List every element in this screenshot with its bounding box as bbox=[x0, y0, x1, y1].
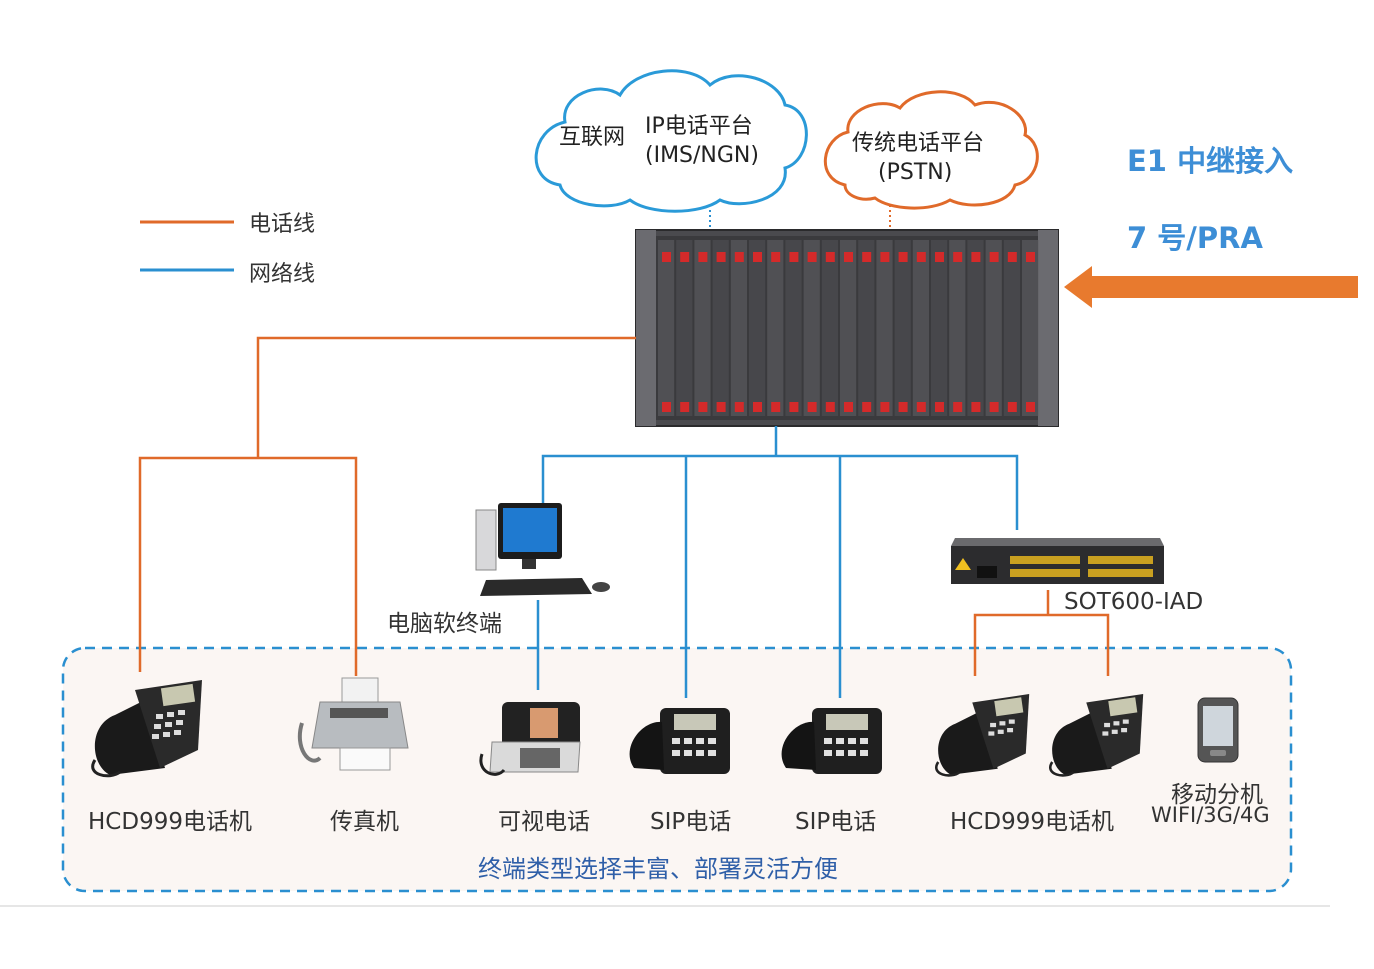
ip-platform-label: IP电话平台 bbox=[645, 114, 753, 139]
chassis-card bbox=[767, 240, 784, 416]
chassis-card bbox=[749, 240, 766, 416]
card-port bbox=[953, 252, 963, 262]
chassis-card bbox=[840, 240, 857, 416]
card-port bbox=[789, 402, 799, 412]
card-port bbox=[989, 252, 999, 262]
sip-phone-1 bbox=[629, 708, 730, 774]
chassis-card bbox=[694, 240, 711, 416]
chassis-card bbox=[894, 240, 911, 416]
card-port bbox=[753, 402, 762, 412]
card-port bbox=[916, 252, 926, 262]
card-port bbox=[916, 402, 926, 412]
card-port bbox=[971, 402, 981, 412]
card-port bbox=[662, 252, 671, 262]
iad-label: SOT600-IAD bbox=[1064, 589, 1204, 615]
legend-network-line-label: 网络线 bbox=[249, 262, 316, 287]
card-port bbox=[716, 252, 726, 262]
card-port bbox=[680, 402, 690, 412]
terminal-slogan: 终端类型选择丰富、部署灵活方便 bbox=[478, 855, 838, 883]
pstn-cloud bbox=[824, 90, 1039, 210]
card-port bbox=[1007, 402, 1017, 412]
pc-icon bbox=[475, 503, 610, 596]
internet-label: 互联网 bbox=[559, 125, 626, 150]
sip2-label: SIP电话 bbox=[795, 809, 877, 835]
fax-label: 传真机 bbox=[330, 809, 399, 835]
card-port bbox=[1026, 402, 1035, 412]
fax-machine bbox=[297, 677, 409, 771]
chassis-card bbox=[912, 240, 929, 416]
card-port bbox=[898, 252, 908, 262]
hcd-right-label: HCD999电话机 bbox=[950, 809, 1114, 835]
card-port bbox=[771, 252, 781, 262]
card-port bbox=[698, 252, 708, 262]
chassis-card bbox=[1003, 240, 1020, 416]
chassis-card bbox=[785, 240, 802, 416]
card-port bbox=[844, 252, 853, 262]
card-port bbox=[771, 402, 781, 412]
card-port bbox=[953, 402, 963, 412]
chassis-card bbox=[858, 240, 875, 416]
chassis-card bbox=[803, 240, 820, 416]
chassis-card bbox=[730, 240, 747, 416]
trunk-e1-label: E1 中继接入 bbox=[1127, 144, 1294, 178]
chassis-card bbox=[876, 240, 893, 416]
card-port bbox=[971, 252, 981, 262]
card-port bbox=[880, 402, 890, 412]
card-port bbox=[680, 252, 690, 262]
chassis-card bbox=[931, 240, 948, 416]
card-port bbox=[753, 252, 762, 262]
hcd-left-label: HCD999电话机 bbox=[88, 809, 252, 835]
card-port bbox=[862, 252, 872, 262]
card-port bbox=[825, 252, 835, 262]
chassis-card bbox=[1022, 240, 1039, 416]
sip1-label: SIP电话 bbox=[650, 809, 732, 835]
card-port bbox=[935, 252, 944, 262]
chassis-card bbox=[658, 240, 675, 416]
trunk-signaling-label: 7 号/PRA bbox=[1127, 221, 1263, 255]
mobile-network-label: WIFI/3G/4G bbox=[1151, 803, 1270, 827]
hcd-phone-right-1 bbox=[935, 694, 1030, 777]
card-port bbox=[734, 402, 744, 412]
pstn-label: (PSTN) bbox=[878, 160, 953, 185]
phone-lines bbox=[138, 336, 1110, 676]
card-port bbox=[898, 402, 908, 412]
card-port bbox=[1026, 252, 1035, 262]
sip-phone-2 bbox=[781, 708, 882, 774]
chassis-card bbox=[676, 240, 693, 416]
chassis-card bbox=[712, 240, 729, 416]
chassis-card bbox=[949, 240, 966, 416]
card-port bbox=[789, 252, 799, 262]
card-port bbox=[734, 252, 744, 262]
card-port bbox=[662, 402, 671, 412]
ims-ngn-label: (IMS/NGN) bbox=[645, 143, 759, 168]
mobile-handset bbox=[1197, 697, 1239, 763]
iad-device bbox=[951, 538, 1164, 584]
card-port bbox=[844, 402, 853, 412]
video-phone bbox=[479, 702, 581, 776]
trunk-arrow bbox=[1064, 266, 1358, 308]
network-lines bbox=[536, 426, 1019, 698]
video-phone-label: 可视电话 bbox=[498, 809, 590, 835]
chassis-card bbox=[967, 240, 984, 416]
card-port bbox=[880, 252, 890, 262]
card-port bbox=[1007, 252, 1017, 262]
card-port bbox=[935, 402, 944, 412]
card-port bbox=[825, 402, 835, 412]
card-port bbox=[807, 252, 817, 262]
card-port bbox=[862, 402, 872, 412]
card-port bbox=[989, 402, 999, 412]
mobile-label: 移动分机 bbox=[1171, 782, 1263, 808]
pstn-platform-label: 传统电话平台 bbox=[852, 131, 985, 156]
card-port bbox=[716, 402, 726, 412]
chassis-card bbox=[985, 240, 1002, 416]
pc-label: 电脑软终端 bbox=[387, 611, 502, 637]
chassis-card bbox=[821, 240, 838, 416]
internet-cloud bbox=[534, 69, 808, 213]
legend-phone-line-label: 电话线 bbox=[249, 212, 316, 237]
card-port bbox=[698, 402, 708, 412]
hcd-phone-left bbox=[91, 680, 202, 778]
card-port bbox=[807, 402, 817, 412]
hcd-phone-right-2 bbox=[1049, 694, 1144, 777]
